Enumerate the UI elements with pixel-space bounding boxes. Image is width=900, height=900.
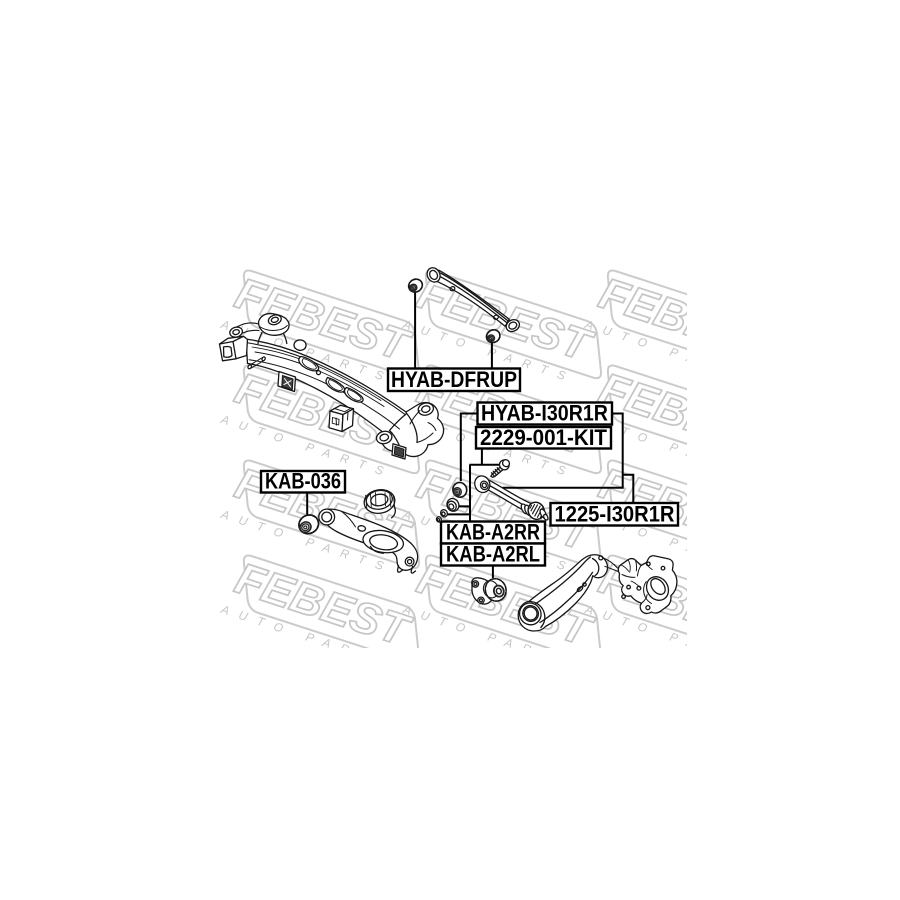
svg-text:KAB-A2RL: KAB-A2RL [446,542,540,567]
svg-text:1225-I30R1R: 1225-I30R1R [555,502,675,527]
svg-text:HYAB-DFRUP: HYAB-DFRUP [391,367,517,392]
svg-text:KAB-036: KAB-036 [265,469,341,494]
svg-text:2229-001-KIT: 2229-001-KIT [480,425,607,450]
svg-text:HYAB-I30R1R: HYAB-I30R1R [481,401,608,426]
svg-text:KAB-A2RR: KAB-A2RR [446,520,540,545]
